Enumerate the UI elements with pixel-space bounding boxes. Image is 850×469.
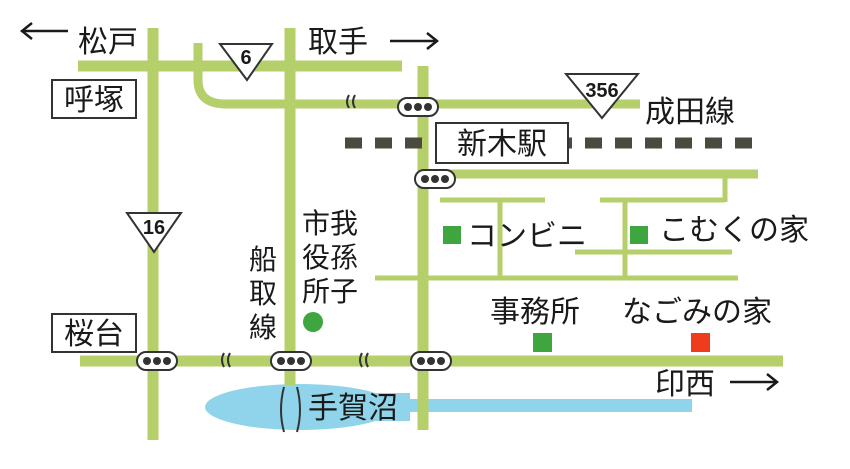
funatori-line-char-1: 船	[249, 243, 277, 276]
nagominoie-marker	[691, 333, 710, 352]
toride-label: 取手	[308, 25, 368, 60]
city-office-marker	[303, 312, 323, 332]
shinki-station-label: 新木駅	[457, 127, 547, 162]
route-16-number: 16	[143, 217, 165, 239]
bridge-mark-2	[221, 352, 231, 368]
route-16-shield-icon: 16	[125, 212, 183, 254]
route-356-number: 356	[585, 80, 618, 102]
route-356-shield-icon: 356	[563, 73, 641, 120]
bridge-mark-1	[346, 94, 356, 109]
arrow-left-icon	[19, 22, 68, 40]
komukunoie-label: こむくの家	[659, 213, 809, 248]
shinki-station-box	[435, 122, 569, 164]
route-6-shield-icon: 6	[218, 43, 274, 82]
tegaonuma-water	[205, 384, 692, 430]
curved-road	[193, 43, 640, 109]
arrow-right-icon	[730, 373, 780, 391]
office-label: 事務所	[490, 295, 580, 330]
convenience-store-marker	[443, 226, 461, 244]
matsudo-label: 松戸	[78, 25, 138, 60]
convenience-store-label: コンビニ	[467, 219, 587, 254]
city-office-label-3: 所子	[302, 275, 358, 308]
city-office-label-1: 市我	[302, 207, 358, 240]
inzai-label: 印西	[655, 367, 715, 402]
city-office-label-2: 役孫	[302, 241, 358, 274]
bridge-marks	[221, 94, 369, 433]
traffic-signal-icon	[414, 169, 456, 189]
traffic-signal-icon	[136, 351, 178, 371]
sakuradai-label-box	[51, 313, 137, 353]
narita-line-label: 成田線	[645, 95, 735, 130]
komukunoie-marker	[630, 226, 648, 244]
bridge-mark-5	[296, 386, 301, 433]
traffic-signal-icon	[397, 97, 439, 117]
traffic-signal-icon	[410, 351, 452, 371]
traffic-signal-icon	[270, 351, 312, 371]
nagominoie-label: なごみの家	[622, 295, 772, 330]
yobitsuka-label-box	[51, 79, 137, 119]
office-marker	[533, 333, 552, 352]
sakuradai-label: 桜台	[64, 317, 124, 352]
yobitsuka-label: 呼塚	[64, 83, 124, 118]
bridge-mark-4	[280, 386, 285, 433]
funatori-line-char-2: 取	[249, 277, 277, 310]
tegaonuma-pond-body	[290, 393, 410, 421]
funatori-line-char-3: 線	[249, 311, 277, 344]
tegaonuma-channel	[400, 399, 692, 412]
tegaonuma-label: 手賀沼	[308, 391, 398, 426]
arrow-right-icon	[390, 32, 440, 50]
bridge-mark-3	[359, 352, 369, 368]
route-6-number: 6	[240, 47, 251, 69]
traffic-signals	[136, 97, 456, 371]
